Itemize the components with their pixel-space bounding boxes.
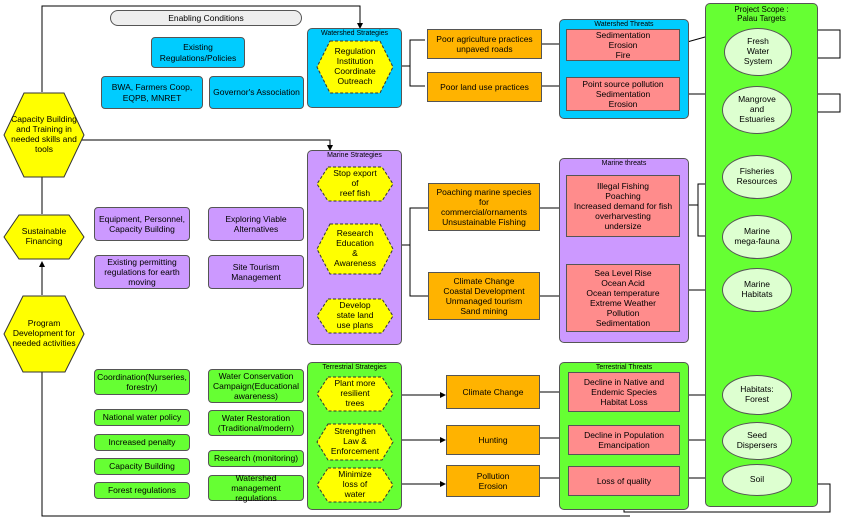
terrestrial-strategy-law: Strengthen Law & Enforcement [316, 423, 394, 461]
terrestrial-water-policy-box: National water policy [94, 409, 190, 426]
marine-threat-sea-level: Sea Level Rise Ocean Acid Ocean temperat… [566, 264, 680, 332]
marine-strategy-stop-export-label: Stop export of reef fish [333, 168, 377, 198]
target-fresh-water: Fresh Water System [724, 28, 792, 76]
terrestrial-water-restoration-box: Water Restoration (Traditional/modern) [208, 410, 304, 436]
marine-strategy-stop-export: Stop export of reef fish [316, 166, 394, 202]
terrestrial-problem-hunting: Hunting [446, 425, 540, 455]
watershed-threat-sedimentation: Sedimentation Erosion Fire [566, 29, 680, 61]
terrestrial-forest-regulations-box: Forest regulations [94, 482, 190, 499]
capacity-building-hexagon: Capacity Building and Training in needed… [3, 92, 85, 178]
capacity-building-label: Capacity Building and Training in needed… [11, 114, 77, 154]
terrestrial-strategy-law-label: Strengthen Law & Enforcement [330, 426, 380, 456]
marine-strategies-title: Marine Strategies [327, 152, 382, 159]
terrestrial-strategy-plant-trees-label: Plant more resilient trees [334, 378, 376, 408]
watershed-problem-land-use: Poor land use practices [427, 72, 542, 102]
marine-strategy-land-use: Develop state land use plans [316, 298, 394, 334]
watershed-threat-point-source: Point source pollution Sedimentation Ero… [566, 77, 680, 111]
marine-strategy-research: Research Education & Awareness [316, 223, 394, 275]
terrestrial-problem-pollution: Pollution Erosion [446, 465, 540, 497]
terrestrial-strategy-plant-trees: Plant more resilient trees [316, 376, 394, 412]
watershed-threats-title: Watershed Threats [594, 21, 654, 28]
terrestrial-threat-population: Decline in Population Emancipation [568, 425, 680, 455]
sustainable-financing-hexagon: Sustainable Financing [3, 214, 85, 260]
marine-strategy-research-label: Research Education & Awareness [334, 228, 376, 268]
enabling-conditions-title: Enabling Conditions [110, 10, 302, 26]
marine-permitting-box: Existing permitting regulations for eart… [94, 255, 190, 289]
watershed-strategies-title: Watershed Strategies [320, 30, 389, 37]
marine-strategy-land-use-label: Develop state land use plans [336, 300, 374, 330]
terrestrial-capacity-box: Capacity Building [94, 458, 190, 475]
existing-regulations-box: Existing Regulations/Policies [151, 37, 245, 68]
target-soil: Soil [722, 464, 792, 496]
terrestrial-strategy-water: Minimize loss of water [316, 467, 394, 503]
watershed-problem-agriculture: Poor agriculture practices unpaved roads [427, 29, 542, 59]
marine-threat-illegal-fishing: Illegal Fishing Poaching Increased deman… [566, 175, 680, 237]
governors-association-box: Governor's Association [209, 76, 304, 109]
sustainable-financing-label: Sustainable Financing [21, 226, 67, 246]
terrestrial-coordination-box: Coordination(Nurseries, forestry) [94, 369, 190, 395]
watershed-strategy-hexagon: Regulation Institution Coordinate Outrea… [316, 40, 394, 94]
terrestrial-threats-title: Terrestrial Threats [595, 364, 653, 371]
program-development-label: Program Development for needed activitie… [12, 318, 76, 348]
target-marine-habitats: Marine Habitats [722, 268, 792, 312]
program-development-hexagon: Program Development for needed activitie… [3, 295, 85, 373]
project-scope-title: Project Scope : Palau Targets [734, 5, 789, 23]
terrestrial-water-conservation-box: Water Conservation Campaign(Educational … [208, 369, 304, 403]
terrestrial-strategy-water-label: Minimize loss of water [338, 469, 372, 499]
target-fisheries: Fisheries Resources [722, 155, 792, 199]
marine-problem-poaching: Poaching marine species for commercial/o… [428, 183, 540, 231]
terrestrial-strategies-title: Terrestrial Strategies [322, 364, 387, 371]
terrestrial-problem-climate: Climate Change [446, 375, 540, 409]
target-mangrove: Mangrove and Estuaries [722, 86, 792, 134]
terrestrial-penalty-box: Increased penalty [94, 434, 190, 451]
target-habitats-forest: Habitats: Forest [722, 375, 792, 415]
watershed-strategy-label: Regulation Institution Coordinate Outrea… [334, 46, 376, 86]
terrestrial-threat-native-species: Decline in Native and Endemic Species Ha… [568, 372, 680, 412]
marine-tourism-box: Site Tourism Management [208, 255, 304, 289]
target-seed-dispersers: Seed Dispersers [722, 422, 792, 460]
terrestrial-threat-quality: Loss of quality [568, 466, 680, 496]
agencies-box: BWA, Farmers Coop, EQPB, MNRET [101, 76, 203, 109]
marine-alternatives-box: Exploring Viable Alternatives [208, 207, 304, 241]
target-marine-megafauna: Marine mega-fauna [722, 215, 792, 259]
terrestrial-research-box: Research (monitoring) [208, 450, 304, 467]
marine-equipment-box: Equipment, Personnel, Capacity Building [94, 207, 190, 241]
marine-problem-climate: Climate Change Coastal Development Unman… [428, 272, 540, 320]
terrestrial-watershed-management-box: Watershed management regulations [208, 473, 304, 503]
marine-threats-title: Marine threats [601, 160, 647, 167]
